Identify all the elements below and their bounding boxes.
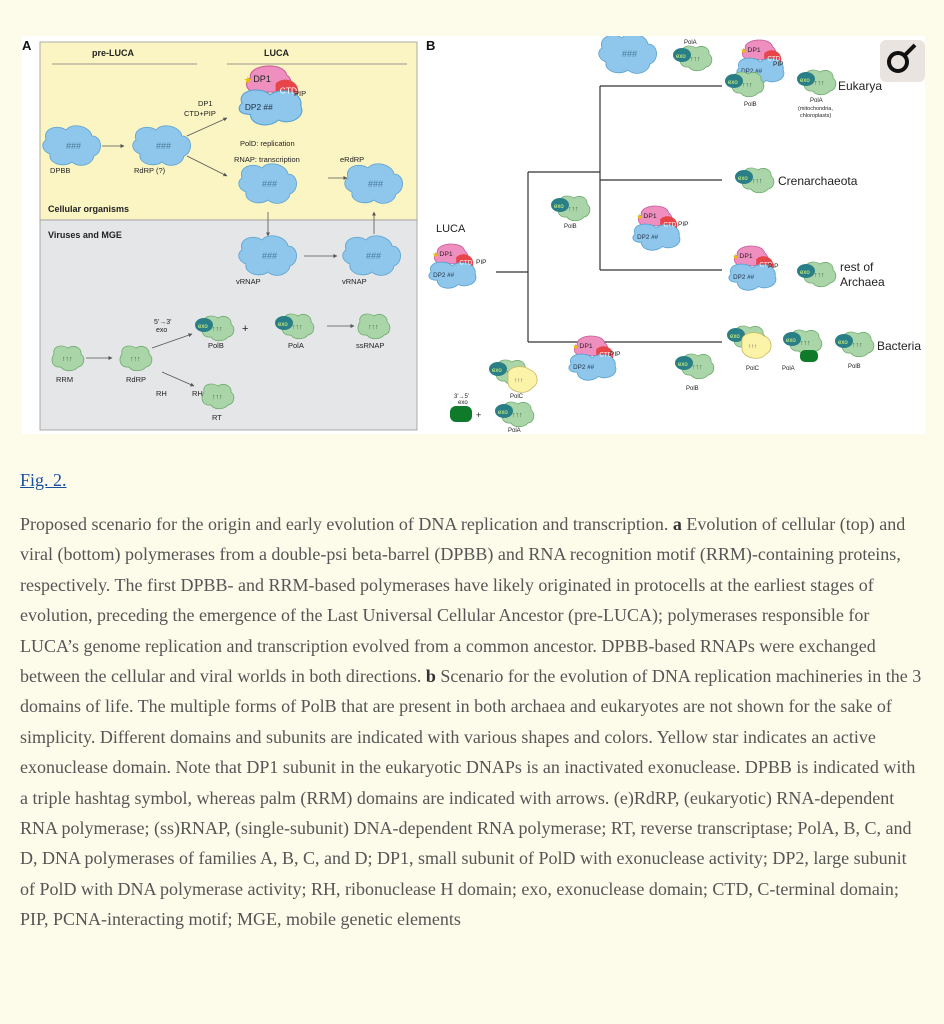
panel-b-letter: B bbox=[426, 38, 435, 53]
pola-mito-1: (mitochondria, bbox=[798, 106, 833, 112]
archaea-label: Archaea bbox=[840, 275, 885, 289]
exo-53-label-2: exo bbox=[156, 327, 167, 334]
eukarya-label: Eukarya bbox=[838, 79, 882, 93]
pen-nib-logo-icon bbox=[887, 43, 917, 73]
polb-label-b2: PolB bbox=[564, 224, 577, 230]
polb-label-b3: PolB bbox=[848, 364, 861, 370]
rh-domain-label: RH bbox=[192, 389, 203, 398]
caption-b-text: Scenario for the evolution of DNA replic… bbox=[20, 666, 922, 930]
pola-label-a: PolA bbox=[288, 341, 304, 350]
pip-label-b3: PIP bbox=[678, 221, 688, 228]
eukarya-dp2-shape bbox=[598, 36, 658, 74]
panel-a: A pre-LUCA LUCA Cellular organisms Virus… bbox=[22, 38, 418, 431]
caption-a-text: Evolution of cellular (top) and viral (b… bbox=[20, 514, 906, 687]
pola-label-b4: PolA bbox=[508, 428, 521, 434]
ssrnap-label: ssRNAP bbox=[356, 341, 384, 350]
rh-arrow-label: RH bbox=[156, 389, 167, 398]
pip-label-b5: PIP bbox=[610, 351, 620, 358]
branch-pola bbox=[495, 402, 534, 427]
figure-diagram: ### ↑↑↑ exo DP1 ★ CTD DP2 ## A pre-LUCA bbox=[22, 36, 925, 434]
bacteria-pold-branch bbox=[568, 335, 617, 381]
rdrp-shape bbox=[119, 345, 153, 372]
caption-intro: Proposed scenario for the origin and ear… bbox=[20, 514, 669, 534]
erdrp-label: eRdRP bbox=[340, 155, 364, 164]
bacteria-label: Bacteria bbox=[877, 339, 921, 353]
caption-a-label: a bbox=[672, 514, 682, 534]
pip-label-b2: PIP bbox=[773, 61, 783, 68]
polc-label-b2: PolC bbox=[510, 394, 524, 400]
pola-label-b2: PolA bbox=[810, 98, 823, 104]
rest-of-label: rest of bbox=[840, 260, 874, 274]
pip-label-b4: PIP bbox=[768, 263, 778, 270]
luca-label-b: LUCA bbox=[436, 223, 466, 235]
pold-replication-label: PolD: replication bbox=[240, 139, 295, 148]
rrm-label: RRM bbox=[56, 375, 73, 384]
pola-label-b1: PolA bbox=[684, 40, 697, 46]
eukarya-polb bbox=[725, 72, 764, 97]
vrnap-label-1: vRNAP bbox=[236, 277, 261, 286]
ssrnap-shape bbox=[357, 313, 391, 340]
dp1-arrow-label: DP1 bbox=[198, 99, 213, 108]
polb-label-b4: PolB bbox=[686, 386, 699, 392]
exo-53-label-1: 5'→3' bbox=[154, 319, 171, 326]
panel-b: B LUCA PIP PolA PIP PolB PolA (mitochond… bbox=[426, 36, 925, 434]
figure-link[interactable]: Fig. 2. bbox=[20, 470, 67, 490]
plus-sign-b: + bbox=[476, 410, 481, 420]
svg-text:↑↑↑: ↑↑↑ bbox=[748, 344, 757, 350]
luca-polb-b bbox=[551, 196, 590, 221]
figure-caption: Proposed scenario for the origin and ear… bbox=[20, 509, 926, 935]
viruses-mge-label: Viruses and MGE bbox=[48, 230, 122, 240]
eukarya-pola-top bbox=[673, 46, 712, 71]
bacteria-polb-branch bbox=[675, 354, 714, 379]
figure-image: ### ↑↑↑ exo DP1 ★ CTD DP2 ## A pre-LUCA bbox=[22, 36, 925, 434]
exo35-label-2: exo bbox=[458, 400, 468, 406]
rrm-shape bbox=[51, 345, 85, 372]
luca-pold-b bbox=[428, 243, 477, 289]
caption-b-label: b bbox=[425, 666, 436, 687]
rnap-transcription-label: RNAP: transcription bbox=[234, 155, 300, 164]
exo35-label-1: 3'→5' bbox=[454, 394, 469, 400]
polc-label-b1: PolC bbox=[746, 366, 760, 372]
crenarchaeota-polb bbox=[735, 168, 774, 193]
publisher-logo bbox=[880, 40, 925, 82]
crenarchaeota-label: Crenarchaeota bbox=[778, 174, 858, 188]
cellular-organisms-label: Cellular organisms bbox=[48, 204, 129, 214]
archaea-polb bbox=[797, 262, 836, 287]
polb-label-b1: PolB bbox=[744, 102, 757, 108]
plus-sign-a: + bbox=[242, 323, 248, 335]
bacteria-polb bbox=[835, 332, 874, 357]
panel-a-letter: A bbox=[22, 38, 32, 53]
dpbb-label: DPBB bbox=[50, 166, 70, 175]
mid-pold-b bbox=[632, 205, 681, 251]
polb-label-a: PolB bbox=[208, 341, 224, 350]
eukarya-pola-mito bbox=[797, 70, 836, 95]
pre-luca-header: pre-LUCA bbox=[92, 48, 134, 58]
luca-header: LUCA bbox=[264, 48, 289, 58]
pola-label-b3: PolA bbox=[782, 366, 795, 372]
rdrp-q-label: RdRP (?) bbox=[134, 166, 166, 175]
rdrp-label: RdRP bbox=[126, 375, 146, 384]
pip-label-a: PIP bbox=[294, 89, 306, 98]
pola-mito-2: chloroplasts) bbox=[800, 113, 831, 119]
rt-shape bbox=[201, 383, 235, 410]
svg-text:↑↑↑: ↑↑↑ bbox=[514, 378, 523, 384]
vrnap-label-2: vRNAP bbox=[342, 277, 367, 286]
ctd-pip-arrow-label: CTD+PIP bbox=[184, 109, 216, 118]
pip-label-b1: PIP bbox=[476, 259, 486, 266]
rt-label: RT bbox=[212, 413, 222, 422]
